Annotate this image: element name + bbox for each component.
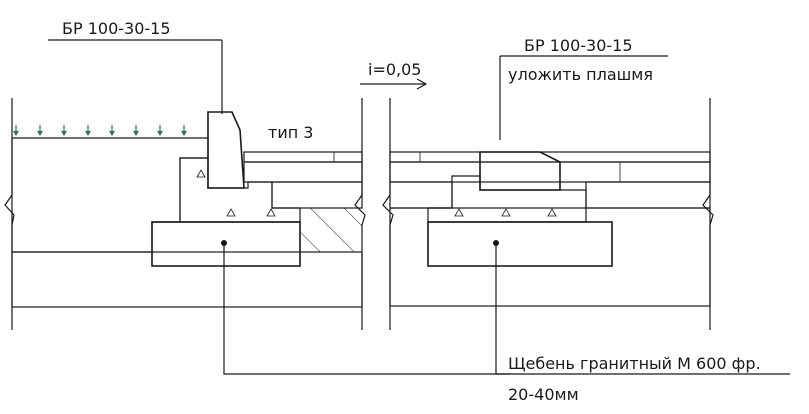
left-curb-foundation (179, 157, 301, 223)
right-curb-foundation (427, 175, 587, 223)
slope-arrow-head (416, 78, 428, 90)
curb-right-note: уложить плашмя (508, 65, 653, 84)
curb-left-label: БР 100-30-15 (62, 19, 171, 38)
right-foundation-triangle (501, 208, 511, 217)
right-pavement-base-right (585, 181, 711, 209)
right-curb-stone (479, 151, 561, 191)
left-pavement-base (271, 181, 363, 209)
gravel-label-line1: Щебень гранитный М 600 фр. (508, 354, 761, 373)
right-boundary-line-left (382, 98, 394, 330)
left-soil-base (11, 251, 363, 308)
left-pavement-top (243, 151, 363, 163)
left-section (4, 98, 366, 330)
right-foundation-triangle (547, 208, 557, 217)
type-label: тип 3 (268, 123, 313, 142)
left-gravel-bed (151, 221, 301, 267)
right-gravel-bed (427, 221, 613, 267)
left-lawn-fill (11, 137, 209, 253)
slope-label: i=0,05 (368, 60, 421, 79)
gravel-label-line2: 20-40мм (508, 385, 579, 404)
right-pavement-base-left (389, 181, 453, 209)
curb-right-label: БР 100-30-15 (524, 36, 633, 55)
right-section (382, 98, 714, 330)
left-boundary-line (4, 98, 15, 330)
left-foundation-triangle (266, 208, 276, 217)
right-pavement-mid (389, 161, 711, 183)
left-pavement-mid (243, 161, 363, 183)
right-foundation-triangle (454, 208, 464, 217)
grass-arrows (13, 125, 187, 136)
left-foundation-triangle (196, 169, 206, 178)
left-soil-upper (300, 208, 362, 252)
left-foundation-triangle (226, 208, 236, 217)
right-boundary-line-right (702, 98, 714, 330)
right-soil-base (389, 207, 711, 307)
left-curb-stone (207, 111, 245, 189)
gravel-leader-left (223, 243, 510, 375)
